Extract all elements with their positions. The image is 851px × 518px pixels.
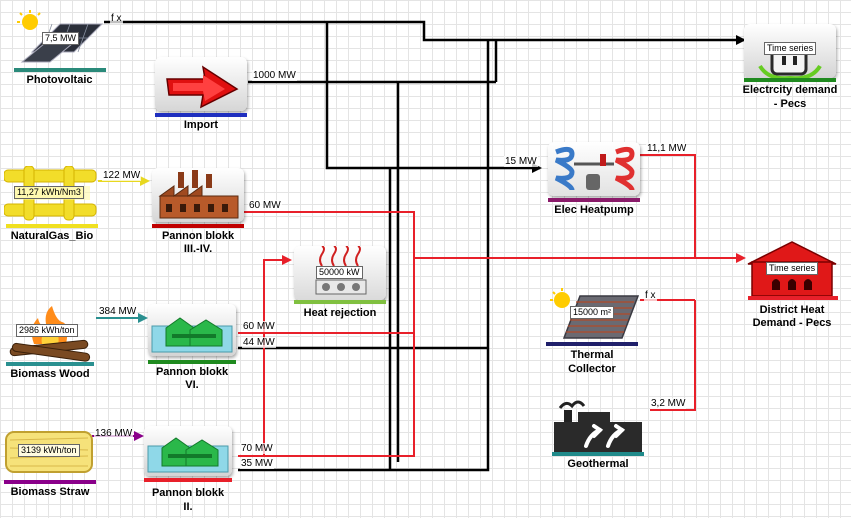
collector-bar bbox=[546, 342, 638, 346]
factory-icon bbox=[158, 170, 239, 219]
pv-bar bbox=[14, 68, 106, 72]
straw-label: Biomass Straw bbox=[10, 486, 90, 498]
collector-label-2: Collector bbox=[568, 363, 616, 375]
node-biomass-straw[interactable]: 3139 kWh/ton Biomass Straw bbox=[2, 426, 96, 504]
flow-label-import: 1000 MW bbox=[252, 70, 297, 81]
node-pannon-3-4[interactable]: Pannon blokk III.-IV. bbox=[150, 166, 246, 258]
node-thermal-collector[interactable]: 15000 m² Thermal Collector bbox=[544, 288, 640, 380]
heat-rejection-bar bbox=[294, 300, 386, 304]
pannon-2-label-2: II. bbox=[183, 501, 193, 513]
flow-label-collector: f x bbox=[644, 290, 657, 301]
heatpump-label: Elec Heatpump bbox=[554, 204, 634, 216]
heatpump-bar bbox=[548, 198, 640, 202]
geothermal-plant-icon bbox=[554, 400, 642, 452]
wood-label: Biomass Wood bbox=[10, 368, 90, 380]
collector-label-1: Thermal bbox=[570, 349, 614, 361]
node-pannon-2[interactable]: Pannon blokk II. bbox=[140, 426, 236, 518]
elec-demand-badge: Time series bbox=[764, 42, 817, 55]
node-geothermal[interactable]: Geothermal bbox=[550, 396, 646, 474]
chp-plant-icon bbox=[151, 317, 233, 353]
node-elec-heatpump[interactable]: Elec Heatpump bbox=[546, 140, 642, 218]
flow-label-p6-heat: 60 MW bbox=[242, 321, 276, 332]
node-natural-gas[interactable]: 11,27 kWh/Nm3 NaturalGas_Bio bbox=[4, 166, 100, 244]
pv-capacity: 7,5 MW bbox=[42, 32, 80, 45]
gas-bar bbox=[6, 224, 98, 228]
flow-label-p2-heat: 70 MW bbox=[240, 443, 274, 454]
heat-wires bbox=[238, 154, 746, 457]
district-heat-label-1: District Heat bbox=[759, 304, 825, 316]
gas-label: NaturalGas_Bio bbox=[10, 230, 94, 242]
elec-demand-label-1: Electrcity demand bbox=[742, 84, 838, 96]
heat-rejection-capacity: 50000 kW bbox=[316, 266, 363, 279]
heat-rejection-label: Heat rejection bbox=[303, 307, 377, 319]
flow-label-p2-elec: 35 MW bbox=[240, 458, 274, 469]
collector-area: 15000 m² bbox=[570, 306, 615, 319]
pannon-3-4-label-2: III.-IV. bbox=[183, 243, 213, 255]
pannon-2-bar bbox=[144, 478, 232, 482]
flow-label-straw: 136 MW bbox=[94, 428, 134, 439]
district-heat-badge: Time series bbox=[766, 262, 819, 275]
chp-plant-icon bbox=[147, 437, 229, 473]
straw-bar bbox=[4, 480, 96, 484]
flow-label-gas: 122 MW bbox=[102, 170, 142, 181]
node-photovoltaic[interactable]: 7,5 MW Photovoltaic bbox=[12, 10, 107, 90]
flow-label-p34-heat: 60 MW bbox=[248, 200, 282, 211]
import-label: Import bbox=[183, 119, 219, 131]
elec-demand-bar bbox=[744, 78, 836, 82]
flow-label-wood: 384 MW bbox=[98, 306, 138, 317]
heatpump-coil-icon bbox=[554, 146, 635, 191]
node-biomass-wood[interactable]: 2986 kWh/ton Biomass Wood bbox=[4, 304, 96, 382]
node-pannon-6[interactable]: Pannon blokk VI. bbox=[146, 304, 238, 396]
flow-label-p6-elec: 44 MW bbox=[242, 337, 276, 348]
flow-label-heatpump-out: 11,1 MW bbox=[646, 143, 688, 154]
node-heat-rejection[interactable]: 50000 kW Heat rejection bbox=[292, 246, 388, 324]
pannon-6-label-1: Pannon blokk bbox=[155, 366, 229, 378]
geothermal-bar bbox=[552, 452, 644, 456]
pannon-3-4-label-1: Pannon blokk bbox=[161, 230, 235, 242]
pannon-3-4-bar bbox=[152, 224, 244, 228]
node-import[interactable]: Import bbox=[153, 55, 249, 133]
flow-label-heatpump-in: 15 MW bbox=[504, 156, 538, 167]
node-district-heat[interactable]: Time series District Heat Demand - Pecs bbox=[744, 240, 844, 332]
flow-label-pv: f x bbox=[110, 13, 123, 24]
pannon-6-label-2: VI. bbox=[185, 379, 199, 391]
gas-value: 11,27 kWh/Nm3 bbox=[14, 186, 84, 199]
pannon-2-label-1: Pannon blokk bbox=[151, 487, 225, 499]
import-bar bbox=[155, 113, 247, 117]
district-heat-bar bbox=[748, 296, 838, 300]
district-heat-label-2: Demand - Pecs bbox=[752, 317, 832, 329]
import-arrow-icon bbox=[166, 65, 239, 109]
pv-label: Photovoltaic bbox=[26, 74, 93, 86]
node-electricity-demand[interactable]: Time series Electrcity demand - Pecs bbox=[738, 22, 842, 114]
wood-value: 2986 kWh/ton bbox=[16, 324, 78, 337]
flow-label-geothermal: 3,2 MW bbox=[650, 398, 687, 409]
geothermal-label: Geothermal bbox=[567, 458, 629, 470]
heat-rejection-icon bbox=[315, 246, 367, 295]
elec-demand-label-2: - Pecs bbox=[773, 98, 807, 110]
pannon-6-bar bbox=[148, 360, 236, 364]
wood-bar bbox=[6, 362, 94, 366]
straw-value: 3139 kWh/ton bbox=[18, 444, 80, 457]
electricity-wires bbox=[104, 20, 746, 472]
